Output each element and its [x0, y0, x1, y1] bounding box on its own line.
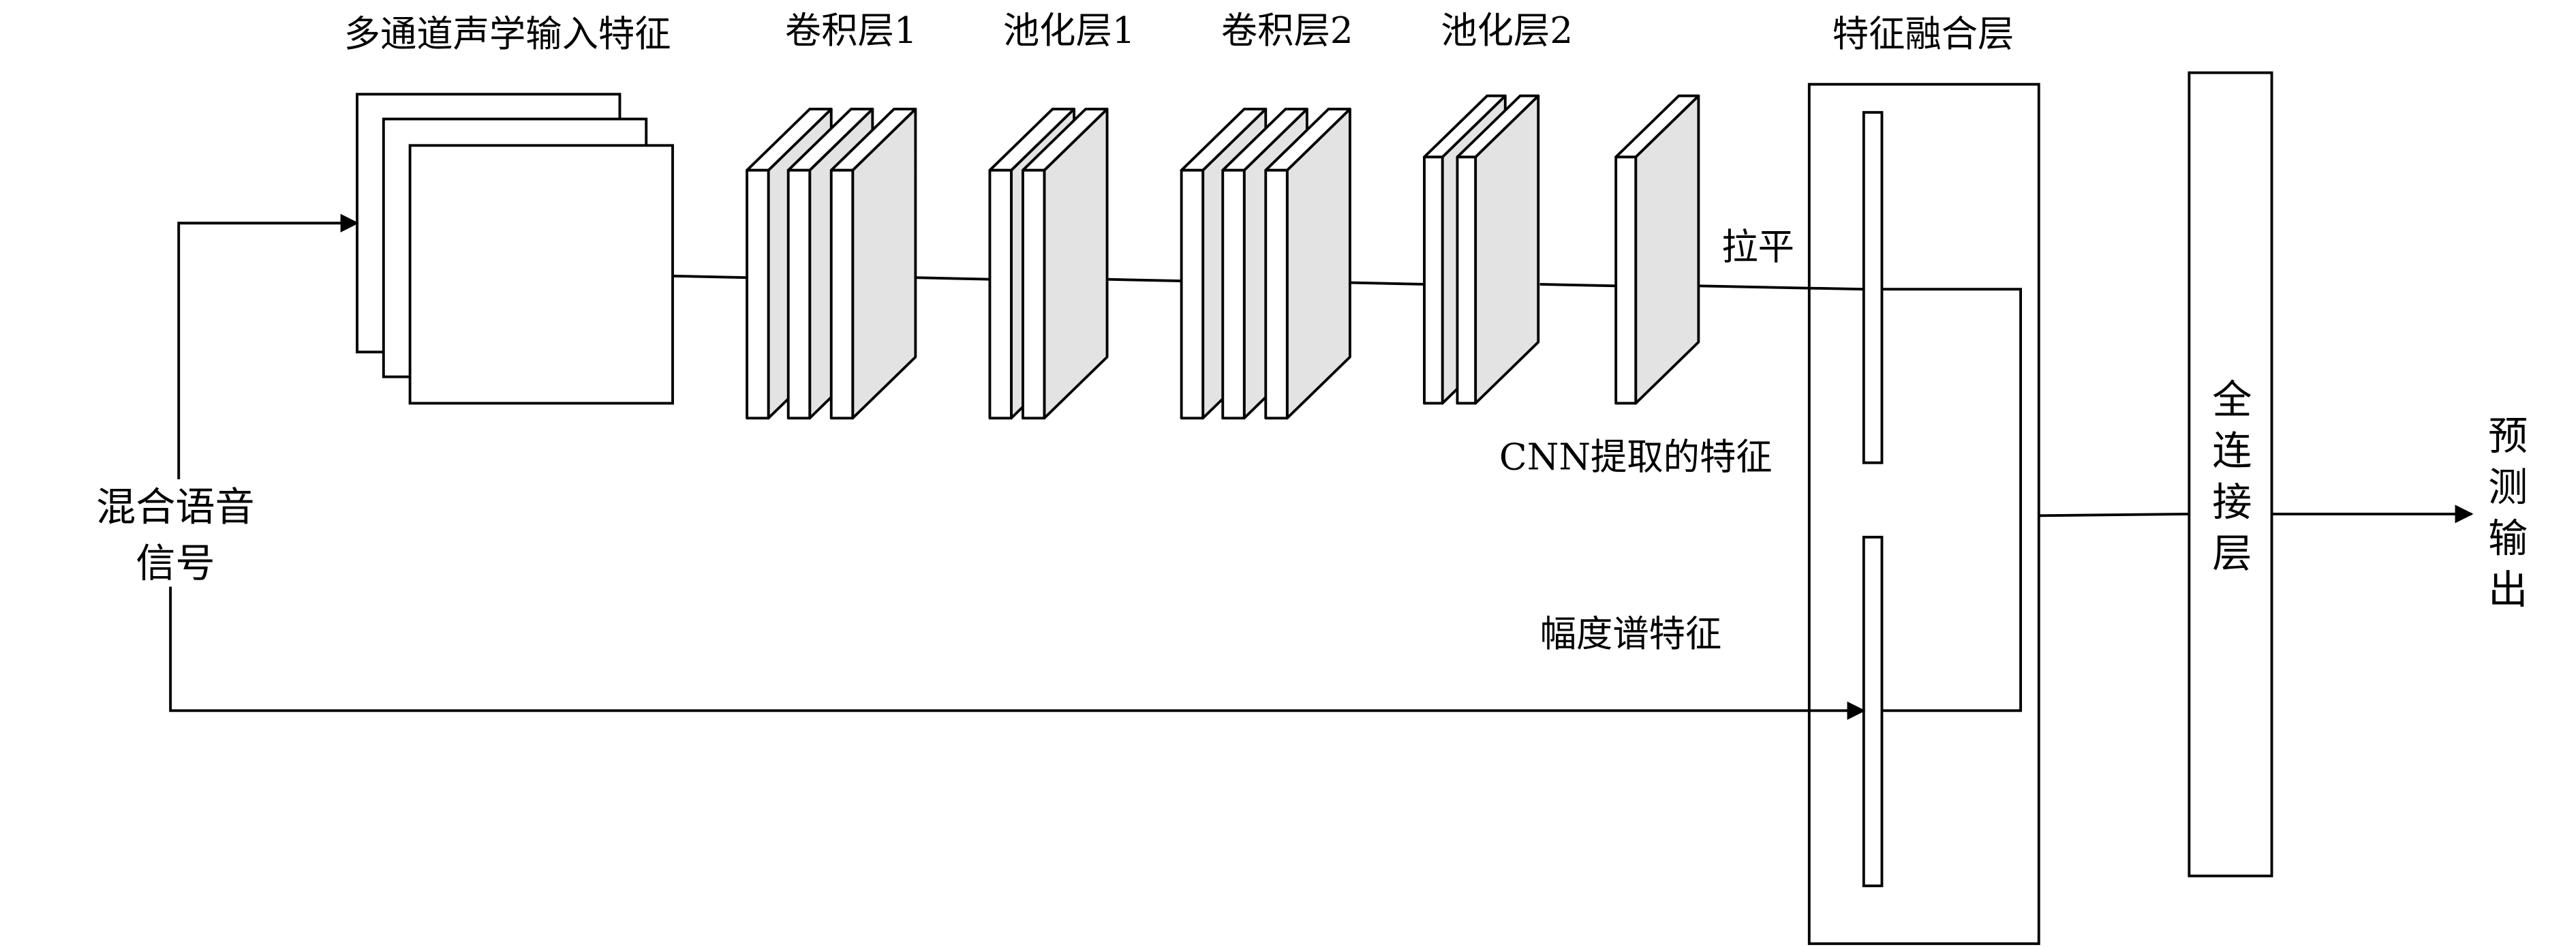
fc-label-char-2: 连	[2212, 427, 2252, 474]
flatten-block	[1614, 94, 1700, 405]
input-features-label: 多通道声学输入特征	[344, 13, 671, 55]
output-label-char-3: 输	[2488, 515, 2528, 562]
fusion-to-fc-line	[2038, 512, 2190, 517]
fusion-layer-label: 特征融合层	[1833, 13, 2014, 55]
pool2-blocks	[1423, 94, 1540, 405]
pool2-to-flatten-line	[1539, 283, 1616, 288]
magnitude-features-label: 幅度谱特征	[1540, 613, 1722, 655]
mixed-signal-label-line1: 混合语音	[96, 484, 255, 530]
conv1-to-pool1-line	[915, 276, 992, 281]
fc-label-char-3: 接	[2212, 479, 2252, 525]
pool1-to-conv2-line	[1107, 277, 1182, 283]
flatten-label: 拉平	[1721, 226, 1794, 269]
cnn-features-label: CNN提取的特征	[1499, 436, 1773, 478]
fc-label-char-1: 全	[2212, 376, 2252, 423]
fusion-layer-box	[1807, 82, 2040, 946]
input-feature-maps	[356, 93, 674, 405]
pool1-label: 池化层1	[1003, 10, 1135, 52]
cnn-feature-bar	[1862, 110, 1884, 464]
mixed-signal-label-line2: 信号	[136, 540, 215, 586]
signal-to-magnitude-arrow	[169, 586, 1866, 720]
pool2-label: 池化层2	[1441, 10, 1573, 52]
fully-connected-layer-box	[2188, 71, 2273, 877]
input-to-conv1-line	[672, 274, 748, 280]
conv2-label: 卷积层2	[1221, 10, 1353, 52]
output-label-char-1: 预	[2488, 412, 2528, 459]
fc-label-char-4: 层	[2212, 530, 2252, 576]
conv2-blocks	[1180, 108, 1351, 420]
conv1-label: 卷积层1	[785, 10, 917, 52]
conv2-to-pool2-line	[1349, 281, 1425, 286]
pool1-blocks	[988, 108, 1109, 420]
magnitude-feature-bar	[1862, 535, 1884, 888]
conv1-blocks	[746, 108, 917, 420]
fusion-cnn-route	[1882, 288, 2023, 712]
output-label-char-4: 出	[2488, 567, 2528, 613]
flatten-to-fusion-line	[1698, 284, 1864, 291]
output-label-char-2: 测	[2488, 464, 2528, 510]
signal-to-input-arrow	[177, 213, 359, 479]
